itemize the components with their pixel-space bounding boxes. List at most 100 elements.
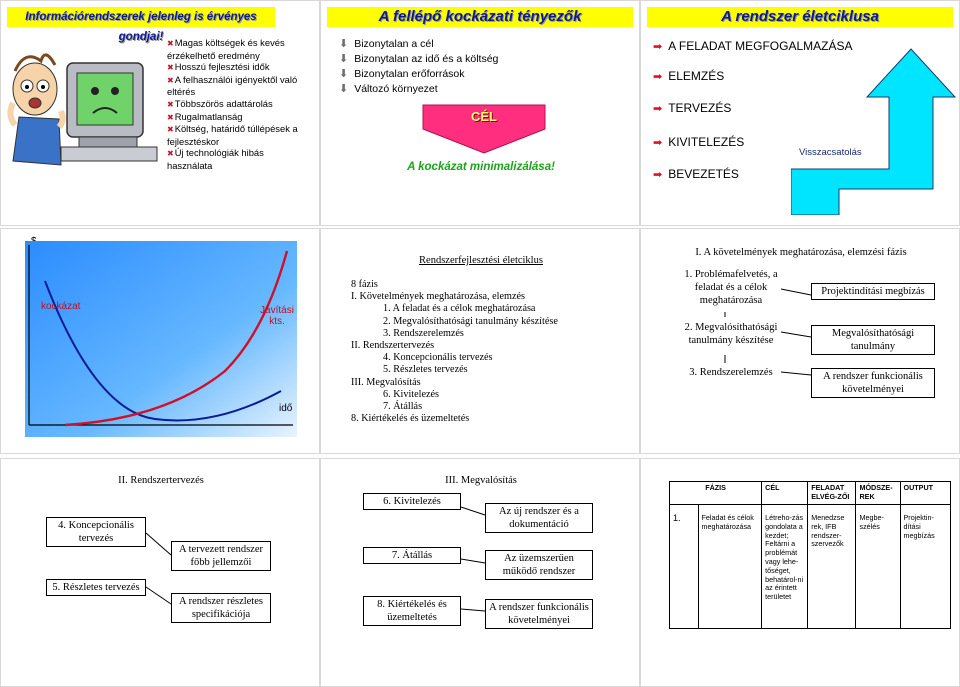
cell-phase-number: 1. (669, 512, 699, 630)
risk-axis-label: kockázat (41, 301, 81, 312)
slide-title: A fellépő kockázati tényezők (327, 7, 633, 27)
impl-output-box: Az új rendszer és a dokumentáció (485, 503, 593, 533)
cross-icon: ✖ (167, 149, 174, 159)
design-step-box: 5. Részletes tervezés (46, 579, 146, 596)
risk-item: ⬇Bizonytalan az idő és a költség (339, 53, 499, 65)
risk-item: ⬇Bizonytalan a cél (339, 38, 434, 50)
right-arrow-icon: ➡ (653, 71, 663, 83)
down-arrow-icon: ⬇ (339, 83, 349, 95)
problem-item: ✖Többszörös adattárolás (167, 97, 273, 109)
slide-title: I. A követelmények meghatározása, elemzé… (695, 247, 907, 258)
table-row (669, 504, 951, 513)
risk-minimize-label: A kockázat minimalizálása! (407, 161, 555, 173)
phase-line: II. Rendszertervezés (351, 340, 435, 352)
target-label: CÉL (471, 109, 497, 124)
header-goal: CÉL (761, 481, 809, 505)
lifecycle-step: ➡KIVITELEZÉS (653, 135, 745, 149)
phase-line: 6. Kivitelezés (383, 388, 440, 400)
header-output: OUTPUT (899, 481, 951, 505)
impl-output-box: Az üzemszerűen működő rendszer (485, 550, 593, 580)
phase-line: 2. Megvalósíthatósági tanulmány készítés… (383, 315, 558, 327)
time-axis-label: idő (279, 403, 293, 414)
slide-risk-chart: $. kockázat Javítási kts. idő (0, 228, 320, 454)
cell-methods: Megbe-szélés (855, 512, 901, 630)
problem-item: ✖Költség, határidő túllépések a fejleszt… (167, 123, 298, 147)
slide-system-design: II. Rendszertervezés 4. Koncepcionális t… (0, 458, 320, 687)
lifecycle-step: ➡TERVEZÉS (653, 101, 732, 115)
lifecycle-step: ➡BEVEZETÉS (653, 167, 739, 181)
right-arrow-icon: ➡ (653, 169, 663, 181)
cell-output: Projektin-dítási megbízás (899, 512, 951, 630)
phase-list: 8 fázis I. Követelmények meghatározása, … (351, 279, 558, 425)
feedback-arrow-icon (791, 48, 957, 215)
cross-icon: ✖ (167, 112, 174, 122)
slide-implementation: III. Megvalósítás 6. Kivitelezés 7. Átál… (320, 458, 640, 687)
lifecycle-step: ➡ELEMZÉS (653, 69, 725, 83)
risk-factor-list: ⬇Bizonytalan a cél ⬇Bizonytalan az idő é… (339, 37, 579, 97)
cross-icon: ✖ (167, 75, 174, 85)
phase-output-box: Projektindítási megbízás (811, 283, 935, 300)
phase-line: III. Megvalósítás (351, 376, 421, 388)
slide-title: Információrendszerek jelenleg is érvénye… (7, 7, 275, 43)
design-step-box: 4. Koncepcionális tervezés (46, 517, 146, 547)
cell-goal: Feladat és célok meghatározása (697, 512, 763, 630)
header-methods: MÓDSZE-REK (855, 481, 901, 505)
cell-performers: Menedzse rek, IFB rendszer-szervezők (807, 512, 857, 630)
problem-item: ✖Új technológiák hibás használata (167, 147, 264, 171)
problem-item: ✖Hosszú fejlesztési idők (167, 61, 270, 73)
risk-cost-curve-chart (25, 241, 297, 437)
slide-requirements-phase: I. A követelmények meghatározása, elemzé… (640, 228, 960, 454)
stressed-user-illustration (7, 53, 158, 166)
phase-line: 8 fázis (351, 279, 378, 290)
right-arrow-icon: ➡ (653, 103, 663, 115)
problem-item: ✖A felhasználói igényektől való eltérés (167, 73, 298, 98)
slide-lifecycle: A rendszer életciklusa ➡A FELADAT MEGFOG… (640, 0, 960, 226)
phase-step-box: 2. Megvalósíthatósági tanulmány készítés… (681, 320, 781, 348)
phase-line: 5. Részletes tervezés (383, 364, 468, 376)
impl-step-box: 6. Kivitelezés (363, 493, 461, 510)
cross-icon: ✖ (167, 99, 174, 109)
phase-line: 8. Kiértékelés és üzemeltetés (351, 413, 470, 425)
problem-item: ✖Magas költségek és kevés érzékelhető er… (167, 37, 285, 61)
slide-title: III. Megvalósítás (445, 475, 517, 486)
phase-step-box: 3. Rendszerelemzés (681, 365, 781, 380)
slide-title: A rendszer életciklusa (647, 7, 953, 27)
right-arrow-icon: ➡ (653, 41, 663, 53)
lifecycle-step: ➡A FELADAT MEGFOGALMAZÁSA (653, 39, 853, 53)
down-arrow-icon: ⬇ (339, 38, 349, 50)
slide-title: II. Rendszertervezés (118, 475, 204, 486)
target-arrow-icon (422, 104, 546, 154)
phase-line: 4. Koncepcionális tervezés (383, 352, 493, 364)
down-arrow-icon: ⬇ (339, 53, 349, 65)
problems-list: ✖Magas költségek és kevés érzékelhető er… (167, 37, 307, 172)
connector-lines (145, 532, 172, 605)
cross-icon: ✖ (167, 63, 174, 73)
phase-step-box: 1. Problémafelvetés, a feladat és a célo… (681, 267, 781, 308)
connector-lines (460, 506, 486, 612)
phase-line: 7. Átállás (383, 401, 423, 413)
connector-lines (724, 288, 812, 376)
risk-item: ⬇Bizonytalan erőforrások (339, 68, 465, 80)
down-arrow-icon: ⬇ (339, 68, 349, 80)
impl-step-box: 7. Átállás (363, 547, 461, 564)
table-row: 1. Feladat és célok meghatározása Létreh… (669, 512, 951, 630)
table-header-row: FÁZIS CÉL FELADAT ELVÉG-ZŐI MÓDSZE-REK O… (668, 481, 951, 505)
right-arrow-icon: ➡ (653, 137, 663, 149)
cross-icon: ✖ (167, 39, 174, 48)
slide-dev-lifecycle: Rendszerfejlesztési életciklus 8 fázis I… (320, 228, 640, 454)
lifecycle-steps: ➡A FELADAT MEGFOGALMAZÁSA ➡ELEMZÉS ➡TERV… (653, 39, 852, 181)
slide-problems: Információrendszerek jelenleg is érvénye… (0, 0, 320, 226)
phase-line: 1. A feladat és a célok meghatározása (383, 303, 536, 315)
phase-table: FÁZIS CÉL FELADAT ELVÉG-ZŐI MÓDSZE-REK O… (668, 481, 951, 630)
impl-output-box: A rendszer funkcionális követelményei (485, 599, 593, 629)
design-output-box: A tervezett rendszer főbb jellemzői (171, 541, 271, 571)
slide-risk-factors: A fellépő kockázati tényezők ⬇Bizonytala… (320, 0, 640, 226)
phase-output-box: A rendszer funkcionális követelményei (811, 368, 935, 398)
phase-line: I. Követelmények meghatározása, elemzés (351, 291, 525, 303)
problem-item: ✖Rugalmatlanság (167, 110, 243, 122)
cross-icon: ✖ (167, 125, 174, 135)
phase-line: 3. Rendszerelemzés (383, 327, 464, 339)
slide-phase-table: FÁZIS CÉL FELADAT ELVÉG-ZŐI MÓDSZE-REK O… (640, 458, 960, 687)
feedback-label: Visszacsatolás (799, 147, 862, 158)
repair-cost-label: Javítási kts. (260, 305, 294, 327)
